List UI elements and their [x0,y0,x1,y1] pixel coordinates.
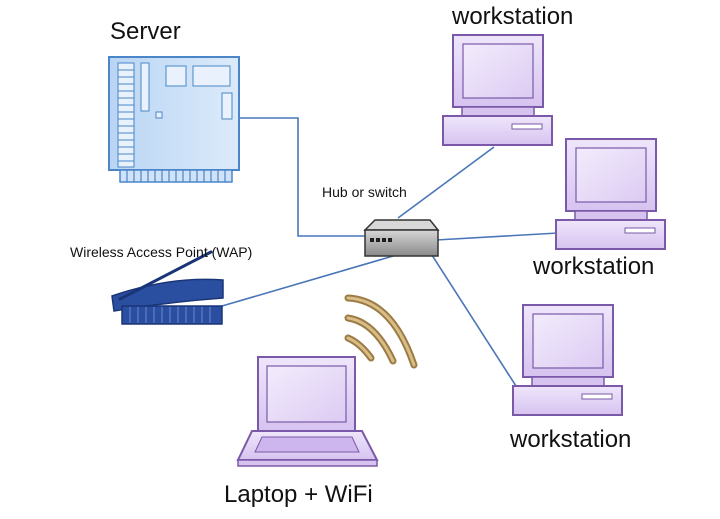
link-server-hub [238,117,365,237]
desktop-computer-icon [555,138,666,250]
server-icon [108,56,240,183]
hub-label: Hub or switch [322,184,407,200]
wifi-signal-icon [344,294,418,369]
link-wap-hub [221,253,401,307]
workstation-bottom-label: workstation [510,426,632,453]
workstation-top-label: workstation [452,3,574,30]
wireless-access-point-icon [111,250,224,325]
desktop-computer-icon [512,304,623,416]
wap-label: Wireless Access Point (WAP) [70,244,253,260]
workstation-middle-label: workstation [533,253,655,280]
server-label: Server [110,18,181,45]
laptop-label: Laptop + WiFi [224,481,373,508]
desktop-computer-icon [442,34,553,146]
link-workstation-middle-hub [435,232,559,241]
link-workstation-bottom-hub [429,251,517,387]
link-workstation-top-hub [397,146,495,219]
laptop-icon [236,356,379,467]
connections [221,117,559,387]
network-switch-icon [363,219,440,257]
